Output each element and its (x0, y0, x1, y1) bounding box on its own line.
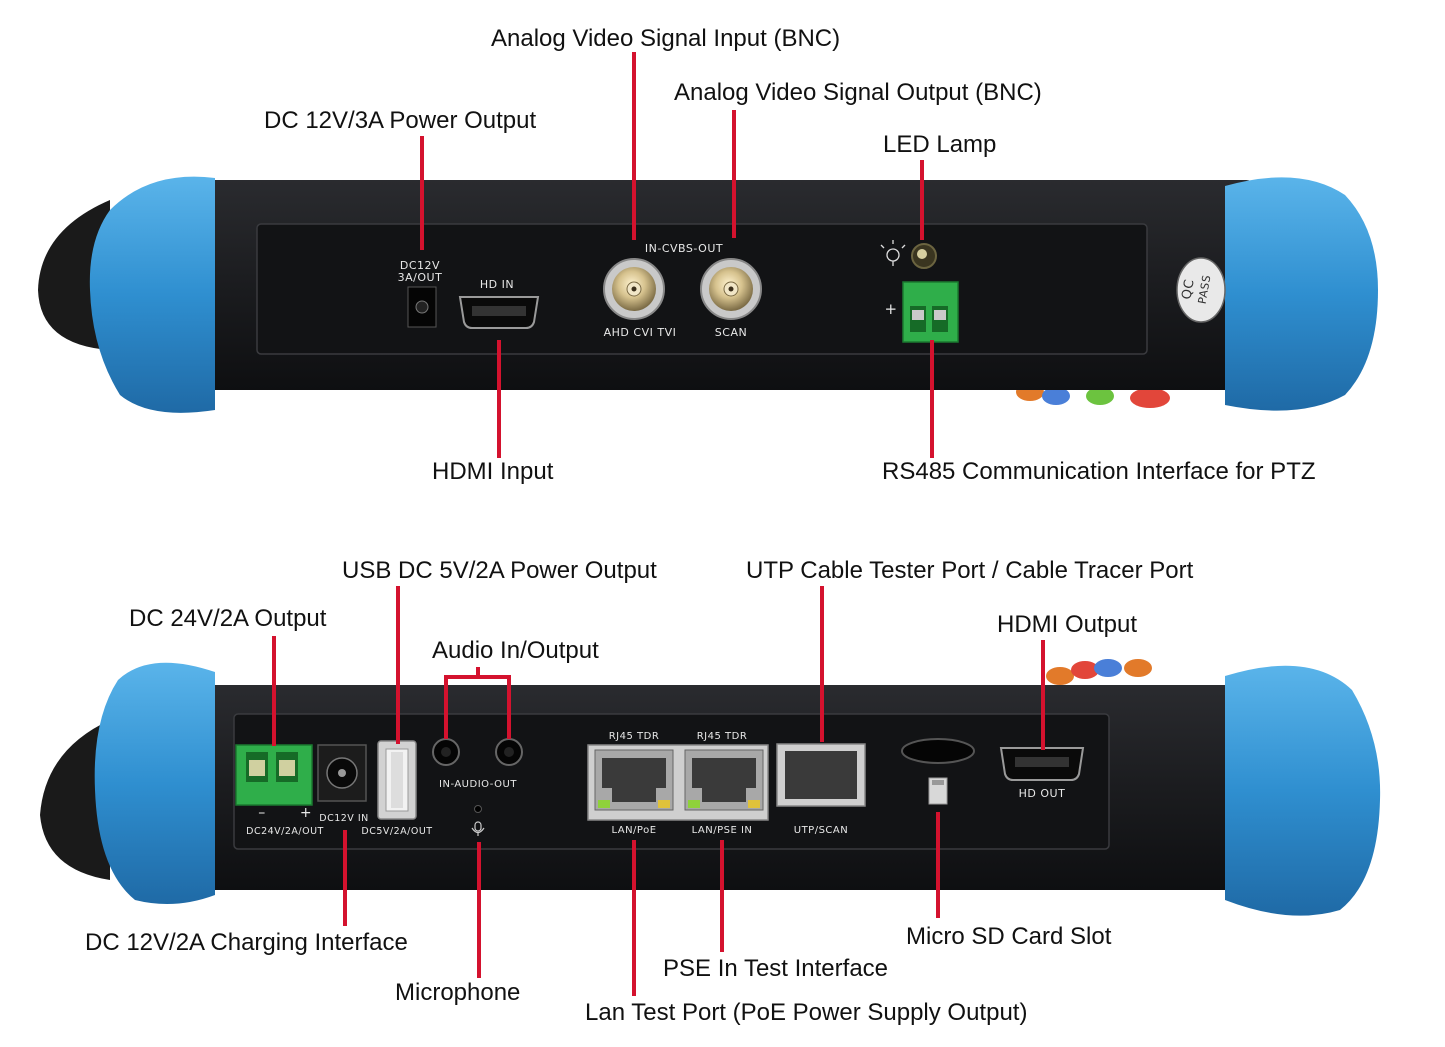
callout-dc24: DC 24V/2A Output (129, 605, 327, 632)
lead-dc-power-out (420, 136, 424, 250)
rj45-tdr-1-label: RJ45 TDR (609, 731, 660, 742)
lead-audio-mid (476, 667, 480, 677)
lead-audio-top (444, 675, 511, 679)
dc12-in-label: DC12V IN (319, 813, 368, 824)
lead-hdmi-out (1041, 640, 1045, 750)
cvbs-label: IN-CVBS-OUT (645, 242, 723, 255)
callout-led-lamp: LED Lamp (883, 131, 997, 158)
lead-hdmi-input (497, 340, 501, 458)
lead-audio-right (507, 675, 511, 739)
lead-dc24 (272, 636, 276, 746)
lan-pse-label: LAN/PSE IN (692, 825, 753, 836)
dc-label-1: DC12V (400, 259, 440, 272)
callout-hdmi-out: HDMI Output (997, 611, 1138, 638)
callout-video-in: Analog Video Signal Input (BNC) (491, 25, 841, 52)
rs485-plus-label: + (884, 300, 897, 318)
lead-pse-in (720, 840, 724, 952)
top-device (38, 176, 1378, 413)
lan-poe-label: LAN/PoE (611, 825, 656, 836)
callout-video-out: Analog Video Signal Output (BNC) (674, 79, 1042, 106)
callout-dc12-charge: DC 12V/2A Charging Interface (85, 929, 408, 956)
lead-audio-left (444, 675, 448, 739)
usb-label: DC5V/2A/OUT (361, 826, 432, 837)
lead-microphone (477, 842, 481, 978)
lead-utp (820, 586, 824, 742)
callout-audio: Audio In/Output (432, 637, 599, 664)
callout-rs485: RS485 Communication Interface for PTZ (882, 458, 1316, 485)
hd-out-label: HD OUT (1019, 787, 1066, 800)
dc24-plus-label: + (300, 805, 312, 821)
lead-led-lamp (920, 160, 924, 240)
bnc-in-label: AHD CVI TVI (604, 326, 677, 339)
dc24-label: DC24V/2A/OUT (246, 826, 324, 837)
lead-video-out (732, 110, 736, 238)
callout-micro-sd: Micro SD Card Slot (906, 923, 1112, 950)
lead-rs485 (930, 340, 934, 458)
lead-usb (396, 586, 400, 744)
lead-lan (632, 840, 636, 996)
lead-dc12-charge (343, 830, 347, 926)
callout-microphone: Microphone (395, 979, 521, 1006)
callout-hdmi-input: HDMI Input (432, 458, 554, 485)
lead-video-in (632, 52, 636, 240)
bottom-device (40, 659, 1381, 916)
callout-usb: USB DC 5V/2A Power Output (342, 557, 657, 584)
callout-utp: UTP Cable Tester Port / Cable Tracer Por… (746, 557, 1194, 584)
lead-micro-sd (936, 812, 940, 918)
dc24-minus-label: – (258, 805, 266, 821)
callout-pse-in: PSE In Test Interface (663, 955, 889, 982)
dc-label-2: 3A/OUT (398, 271, 443, 284)
utp-scan-label: UTP/SCAN (794, 825, 848, 836)
bnc-out-label: SCAN (715, 326, 747, 339)
callout-lan: Lan Test Port (PoE Power Supply Output) (585, 999, 1028, 1026)
pass-label: PASS (1196, 274, 1214, 305)
audio-label: IN-AUDIO-OUT (439, 779, 517, 790)
hd-in-label: HD IN (480, 278, 514, 291)
qc-label: QC (1179, 278, 1197, 301)
callout-dc-power-out: DC 12V/3A Power Output (264, 107, 537, 134)
rj45-tdr-2-label: RJ45 TDR (697, 731, 748, 742)
